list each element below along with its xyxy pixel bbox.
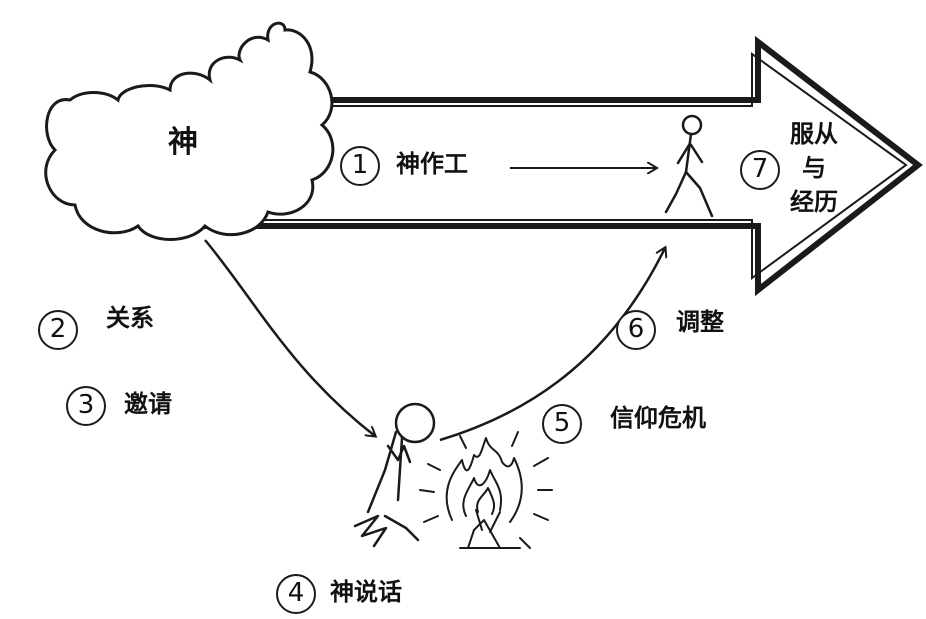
step-5-label: 信仰危机 [610,404,706,432]
speak-arrow [204,239,375,436]
walking-person-icon [664,114,714,218]
step-3-label: 邀请 [124,390,172,418]
step-2-label: 关系 [106,304,154,332]
step-6-label: 调整 [676,308,724,336]
step-7-label-line-1: 服从 [790,120,838,148]
step-5-number: 5 [542,404,582,444]
cloud-icon [44,21,335,241]
step-7-label-line-2: 与 [802,154,826,182]
step-4-label: 神说话 [330,578,402,606]
step-7-label: 服从 与 经历 [784,117,844,219]
step-7-number: 7 [740,150,780,190]
god-label: 神 [168,125,198,160]
step-4-number: 4 [276,574,316,614]
kneeling-person-icon [353,402,436,548]
step-1-number: 1 [340,146,380,186]
step-2-number: 2 [38,310,78,350]
big-arrow-icon [197,35,923,297]
step-6-number: 6 [616,310,656,350]
step-7-label-line-3: 经历 [790,188,838,216]
step-3-number: 3 [66,386,106,426]
adjust-arrow [439,248,665,442]
step-1-label: 神作工 [396,150,468,178]
burning-bush-icon [419,431,553,549]
